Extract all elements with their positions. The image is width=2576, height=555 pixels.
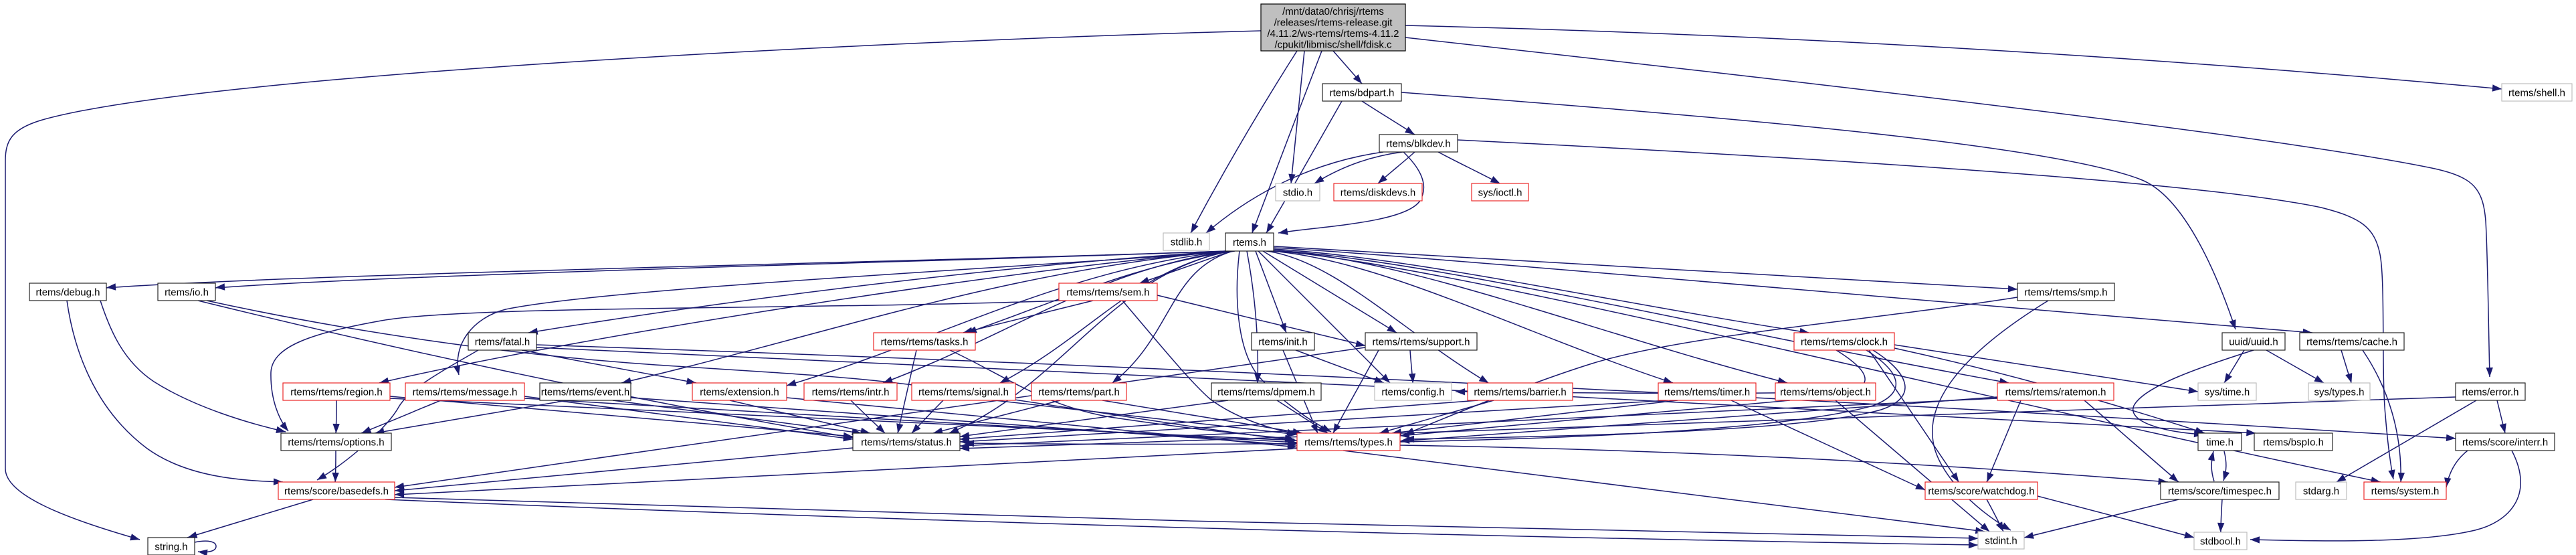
svg-text:/mnt/data0/chrisj/rtems: /mnt/data0/chrisj/rtems (1282, 6, 1384, 17)
svg-text:rtems/rtems/cache.h: rtems/rtems/cache.h (2306, 337, 2397, 348)
svg-text:rtems/score/timespec.h: rtems/score/timespec.h (2168, 486, 2272, 497)
svg-text:rtems/diskdevs.h: rtems/diskdevs.h (1341, 187, 1416, 199)
svg-text:rtems/rtems/status.h: rtems/rtems/status.h (861, 437, 952, 449)
svg-text:rtems/rtems/intr.h: rtems/rtems/intr.h (812, 387, 890, 398)
svg-text:rtems/rtems/ratemon.h: rtems/rtems/ratemon.h (2005, 387, 2106, 398)
svg-text:rtems/rtems/tasks.h: rtems/rtems/tasks.h (881, 337, 969, 348)
svg-text:rtems/rtems/message.h: rtems/rtems/message.h (413, 387, 518, 398)
svg-text:stdbool.h: stdbool.h (2200, 536, 2241, 548)
svg-text:rtems/extension.h: rtems/extension.h (700, 387, 779, 398)
svg-text:stdlib.h: stdlib.h (1171, 237, 1203, 248)
svg-text:rtems/rtems/signal.h: rtems/rtems/signal.h (918, 387, 1009, 398)
svg-text:rtems/score/watchdog.h: rtems/score/watchdog.h (1928, 486, 2034, 497)
svg-text:rtems/bdpart.h: rtems/bdpart.h (1330, 88, 1395, 99)
svg-text:rtems/fatal.h: rtems/fatal.h (475, 337, 530, 348)
svg-text:rtems/rtems/timer.h: rtems/rtems/timer.h (1664, 387, 1750, 398)
svg-text:rtems/system.h: rtems/system.h (2371, 486, 2440, 497)
svg-text:rtems/config.h: rtems/config.h (1381, 387, 1444, 398)
svg-text:rtems/rtems/region.h: rtems/rtems/region.h (290, 387, 383, 398)
svg-text:rtems/score/basedefs.h: rtems/score/basedefs.h (284, 486, 389, 497)
svg-text:sys/ioctl.h: sys/ioctl.h (1478, 187, 1522, 199)
svg-text:rtems/rtems/smp.h: rtems/rtems/smp.h (2024, 287, 2107, 299)
svg-text:time.h: time.h (2206, 437, 2234, 449)
svg-text:rtems/rtems/event.h: rtems/rtems/event.h (541, 387, 630, 398)
svg-text:stdio.h: stdio.h (1283, 187, 1312, 199)
svg-text:sys/time.h: sys/time.h (2205, 387, 2250, 398)
svg-text:rtems/shell.h: rtems/shell.h (2508, 88, 2565, 99)
svg-text:rtems/rtems/clock.h: rtems/rtems/clock.h (1801, 337, 1888, 348)
svg-text:rtems/rtems/part.h: rtems/rtems/part.h (1038, 387, 1120, 398)
svg-text:rtems/rtems/barrier.h: rtems/rtems/barrier.h (1474, 387, 1566, 398)
svg-text:rtems/rtems/sem.h: rtems/rtems/sem.h (1066, 287, 1149, 299)
svg-text:rtems.h: rtems.h (1233, 237, 1266, 248)
svg-text:/cpukit/libmisc/shell/fdisk.c: /cpukit/libmisc/shell/fdisk.c (1274, 39, 1392, 51)
svg-text:rtems/error.h: rtems/error.h (2462, 387, 2518, 398)
svg-text:uuid/uuid.h: uuid/uuid.h (2229, 337, 2278, 348)
svg-text:/releases/rtems-release.git: /releases/rtems-release.git (1274, 17, 1393, 29)
svg-text:rtems/rtems/options.h: rtems/rtems/options.h (288, 437, 384, 449)
svg-text:stdint.h: stdint.h (1985, 536, 2017, 547)
svg-text:rtems/rtems/dpmem.h: rtems/rtems/dpmem.h (1217, 387, 1315, 398)
svg-text:/4.11.2/ws-rtems/rtems-4.11.2: /4.11.2/ws-rtems/rtems-4.11.2 (1267, 28, 1399, 39)
svg-text:sys/types.h: sys/types.h (2314, 387, 2364, 398)
svg-text:rtems/rtems/object.h: rtems/rtems/object.h (1780, 387, 1871, 398)
svg-text:rtems/blkdev.h: rtems/blkdev.h (1386, 139, 1450, 150)
svg-text:rtems/debug.h: rtems/debug.h (36, 287, 100, 299)
svg-text:rtems/rtems/support.h: rtems/rtems/support.h (1373, 337, 1470, 348)
svg-text:rtems/io.h: rtems/io.h (165, 287, 209, 299)
svg-text:rtems/bspIo.h: rtems/bspIo.h (2263, 437, 2324, 449)
svg-text:stdarg.h: stdarg.h (2303, 486, 2339, 497)
svg-text:rtems/rtems/types.h: rtems/rtems/types.h (1304, 437, 1393, 449)
svg-text:string.h: string.h (155, 542, 187, 553)
svg-text:rtems/init.h: rtems/init.h (1258, 337, 1307, 348)
svg-text:rtems/score/interr.h: rtems/score/interr.h (2462, 437, 2548, 449)
